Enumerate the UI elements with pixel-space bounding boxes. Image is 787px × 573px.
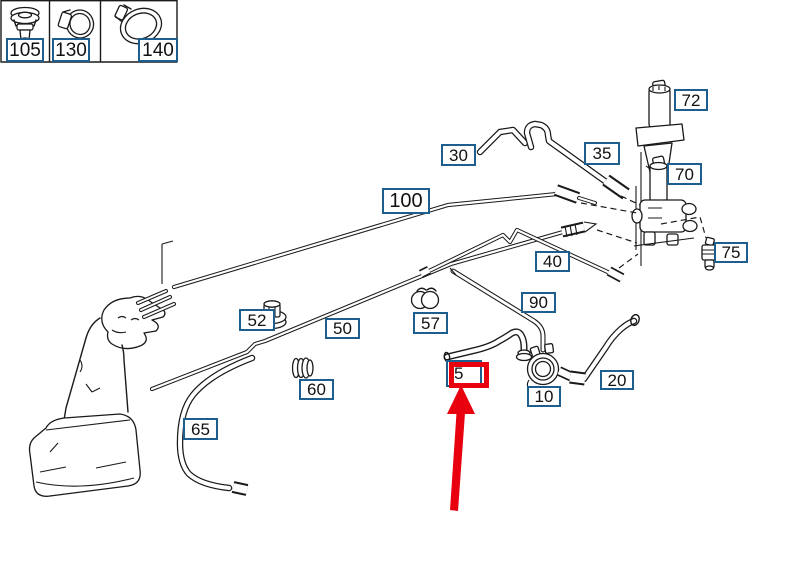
part-label-57[interactable]: 57 <box>413 312 448 334</box>
hose-5-highlighted-part <box>443 328 533 363</box>
hose-65 <box>176 354 256 496</box>
part-label-70[interactable]: 70 <box>667 163 702 185</box>
part-label-72[interactable]: 72 <box>674 89 708 111</box>
pipe-100 <box>171 184 597 290</box>
part-label-105[interactable]: 105 <box>6 38 44 62</box>
reservoir <box>28 240 176 497</box>
small-hose-clamp-icon <box>57 9 95 39</box>
fastener-tray <box>0 0 178 63</box>
part-label-52[interactable]: 52 <box>239 309 275 331</box>
part-label-60[interactable]: 60 <box>299 379 334 400</box>
changeover-valve-70 <box>631 152 698 266</box>
part-label-75[interactable]: 75 <box>714 242 748 263</box>
part-label-90[interactable]: 90 <box>521 292 556 313</box>
highlight-arrow <box>447 385 475 511</box>
leader-dashes <box>580 195 707 269</box>
sealing-plug-icon <box>10 6 40 43</box>
part-label-140[interactable]: 140 <box>138 38 178 62</box>
aux-pump-10 <box>526 343 575 391</box>
part-label-40[interactable]: 40 <box>535 251 570 272</box>
part-label-30[interactable]: 30 <box>441 144 476 166</box>
part-label-10[interactable]: 10 <box>527 386 561 407</box>
part-label-100[interactable]: 100 <box>382 188 430 214</box>
large-hose-clamp-icon <box>114 4 163 45</box>
grommet-60 <box>291 357 314 379</box>
hose-20 <box>569 313 640 386</box>
part-label-50[interactable]: 50 <box>325 318 360 339</box>
pipe-50 <box>149 221 598 392</box>
highlight-red-box <box>449 362 489 388</box>
pipe-40 <box>418 227 625 283</box>
hose-30 <box>476 126 529 156</box>
connector-75 <box>701 236 717 271</box>
hose-90 <box>449 267 546 353</box>
part-label-20[interactable]: 20 <box>600 370 634 390</box>
part-label-35[interactable]: 35 <box>584 142 620 165</box>
part-label-65[interactable]: 65 <box>183 418 218 440</box>
part-label-130[interactable]: 130 <box>52 38 90 62</box>
double-clip-57 <box>410 287 440 310</box>
hose-35 <box>523 120 630 200</box>
